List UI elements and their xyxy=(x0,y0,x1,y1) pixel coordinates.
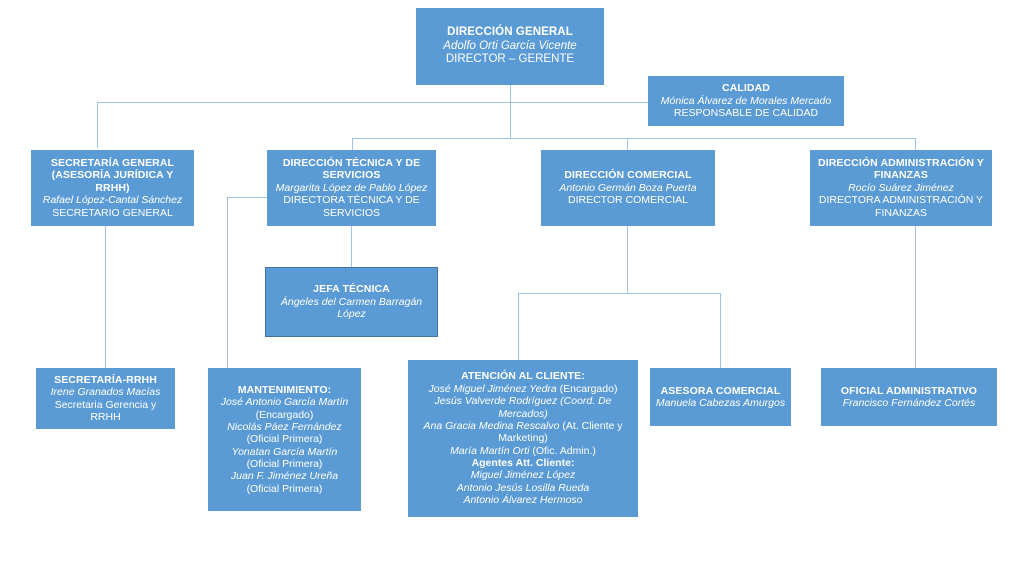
node-oficial-administrativo[interactable]: OFICIAL ADMINISTRATIVO Francisco Fernánd… xyxy=(821,368,997,426)
connector-bus-comercial xyxy=(518,293,721,294)
direccion-tecnica-name: Margarita López de Pablo López xyxy=(275,181,428,194)
calidad-name: Mónica Álvarez de Morales Mercado xyxy=(660,94,832,107)
connector-secgen-to-secrrhh xyxy=(105,226,106,368)
atencion-cliente-title: ATENCIÓN AL CLIENTE: xyxy=(461,370,585,383)
staff-position: (Encargado) xyxy=(255,408,314,421)
jefa-tecnica-name: Ángeles del Carmen Barragán López xyxy=(280,295,423,321)
staff-entry: Ana Gracia Medina Rescalvo (At. Cliente … xyxy=(412,420,634,445)
connector-mantenimiento-drop xyxy=(227,197,228,368)
node-secretaria-rrhh[interactable]: SECRETARÍA-RRHH Irene Granados Macías Se… xyxy=(36,368,175,429)
direccion-comercial-title: DIRECCIÓN COMERCIAL xyxy=(564,169,692,182)
agent-name: Miguel Jiménez López xyxy=(470,469,576,482)
staff-position: (Oficial Primera) xyxy=(246,458,323,471)
secretaria-general-title-line2: (ASESORÍA JURÍDICA Y RRHH) xyxy=(51,169,174,194)
oficial-administrativo-title: OFICIAL ADMINISTRATIVO xyxy=(840,384,978,397)
secretaria-general-role: SECRETARIO GENERAL xyxy=(52,206,173,219)
direccion-comercial-name: Antonio Germán Boza Puerta xyxy=(559,181,697,194)
staff-name: José Antonio García Martín xyxy=(220,396,349,409)
staff-name: Jesús Valverde Rodríguez (Coord. De Merc… xyxy=(434,395,612,420)
connector-bus-calidad xyxy=(97,102,648,103)
connector-diradmin-drop xyxy=(915,138,916,150)
staff-position: (Oficial Primera) xyxy=(246,433,323,446)
connector-dircomercial-stem xyxy=(627,226,628,293)
direccion-general-name: Adolfo Orti García Vicente xyxy=(443,39,577,52)
staff-name: Juan F. Jiménez Ureña xyxy=(230,470,339,483)
atencion-cliente-agents-heading: Agentes Att. Cliente: xyxy=(471,457,575,470)
direccion-administracion-title: DIRECCIÓN ADMINISTRACIÓN Y FINANZAS xyxy=(818,157,984,182)
node-jefa-tecnica[interactable]: JEFA TÉCNICA Ángeles del Carmen Barragán… xyxy=(265,267,438,337)
direccion-general-role: DIRECTOR – GERENTE xyxy=(445,53,575,66)
jefa-tecnica-title: JEFA TÉCNICA xyxy=(313,283,390,296)
connector-dirtecnica-side xyxy=(227,197,272,198)
connector-bus-directors xyxy=(352,138,915,139)
oficial-administrativo-name: Francisco Fernández Cortés xyxy=(842,397,976,409)
direccion-administracion-name: Rocío Suárez Jiménez xyxy=(848,181,954,194)
secretaria-rrhh-role: Secretaria Gerencia y RRHH xyxy=(54,398,157,423)
node-direccion-comercial[interactable]: DIRECCIÓN COMERCIAL Antonio Germán Boza … xyxy=(541,150,715,226)
direccion-comercial-role: DIRECTOR COMERCIAL xyxy=(568,194,688,207)
connector-dirtecnica-drop xyxy=(352,138,353,150)
mantenimiento-title: MANTENIMIENTO: xyxy=(237,383,332,396)
direccion-tecnica-role: DIRECTORA TÉCNICA Y DE SERVICIOS xyxy=(283,194,420,219)
connector-dircomercial-drop xyxy=(627,138,628,150)
direccion-tecnica-title: DIRECCIÓN TÉCNICA Y DE SERVICIOS xyxy=(282,157,421,182)
direccion-general-title: DIRECCIÓN GENERAL xyxy=(447,26,573,39)
node-calidad[interactable]: CALIDAD Mónica Álvarez de Morales Mercad… xyxy=(648,76,844,126)
secretaria-general-name: Rafael López-Cantal Sánchez xyxy=(42,194,183,207)
node-mantenimiento[interactable]: MANTENIMIENTO: José Antonio García Martí… xyxy=(208,368,361,511)
connector-diradmin-to-oficial xyxy=(915,226,916,368)
staff-entry: María Martín Orti (Ofic. Admin.) xyxy=(412,445,634,457)
connector-atencion-drop xyxy=(518,293,519,360)
atencion-cliente-staff-list: José Miguel Jiménez Yedra (Encargado)Jes… xyxy=(412,383,634,457)
staff-position: (Ofic. Admin.) xyxy=(529,444,596,457)
connector-asesora-drop xyxy=(720,293,721,368)
node-atencion-cliente[interactable]: ATENCIÓN AL CLIENTE: José Miguel Jiménez… xyxy=(408,360,638,517)
staff-name: Ana Gracia Medina Rescalvo xyxy=(423,419,560,432)
node-direccion-tecnica[interactable]: DIRECCIÓN TÉCNICA Y DE SERVICIOS Margari… xyxy=(267,150,436,226)
node-secretaria-general[interactable]: SECRETARÍA GENERAL (ASESORÍA JURÍDICA Y … xyxy=(31,150,194,226)
connector-secgen-drop xyxy=(97,102,98,148)
staff-name: María Martín Orti xyxy=(450,444,530,457)
agent-name: Antonio Jesús Losilla Rueda xyxy=(456,481,590,494)
calidad-title: CALIDAD xyxy=(722,82,770,95)
node-direccion-general[interactable]: DIRECCIÓN GENERAL Adolfo Orti García Vic… xyxy=(416,8,604,85)
staff-position: (Encargado) xyxy=(556,382,618,395)
agent-name: Antonio Álvarez Hermoso xyxy=(463,494,583,507)
connector-dirtecnica-to-jefatecnica xyxy=(351,226,352,267)
connector-dg-stem xyxy=(510,85,511,138)
staff-position: (At. Cliente y Marketing) xyxy=(498,419,623,445)
asesora-comercial-title: ASESORA COMERCIAL xyxy=(660,384,781,397)
node-asesora-comercial[interactable]: ASESORA COMERCIAL Manuela Cabezas Amurgo… xyxy=(650,368,791,426)
secretaria-general-title-line1: SECRETARÍA GENERAL xyxy=(50,157,175,170)
staff-name: Nicolás Páez Fernández xyxy=(227,420,342,433)
staff-name: Yonatan García Martín xyxy=(231,445,338,458)
node-direccion-administracion[interactable]: DIRECCIÓN ADMINISTRACIÓN Y FINANZAS Rocí… xyxy=(810,150,992,226)
staff-entry: José Miguel Jiménez Yedra (Encargado) xyxy=(412,383,634,395)
staff-name: José Miguel Jiménez Yedra xyxy=(428,382,557,395)
secretaria-rrhh-title: SECRETARÍA-RRHH xyxy=(54,373,157,386)
asesora-comercial-name: Manuela Cabezas Amurgos xyxy=(655,397,786,409)
mantenimiento-staff-list: José Antonio García Martín(Encargado)Nic… xyxy=(221,396,348,495)
staff-position: (Oficial Primera) xyxy=(246,482,323,495)
secretaria-rrhh-name: Irene Granados Macías xyxy=(50,386,161,399)
staff-entry: Jesús Valverde Rodríguez (Coord. De Merc… xyxy=(412,395,634,420)
calidad-role: RESPONSABLE DE CALIDAD xyxy=(673,107,819,120)
direccion-administracion-role: DIRECTORA ADMINISTRACIÓN Y FINANZAS xyxy=(818,194,984,219)
